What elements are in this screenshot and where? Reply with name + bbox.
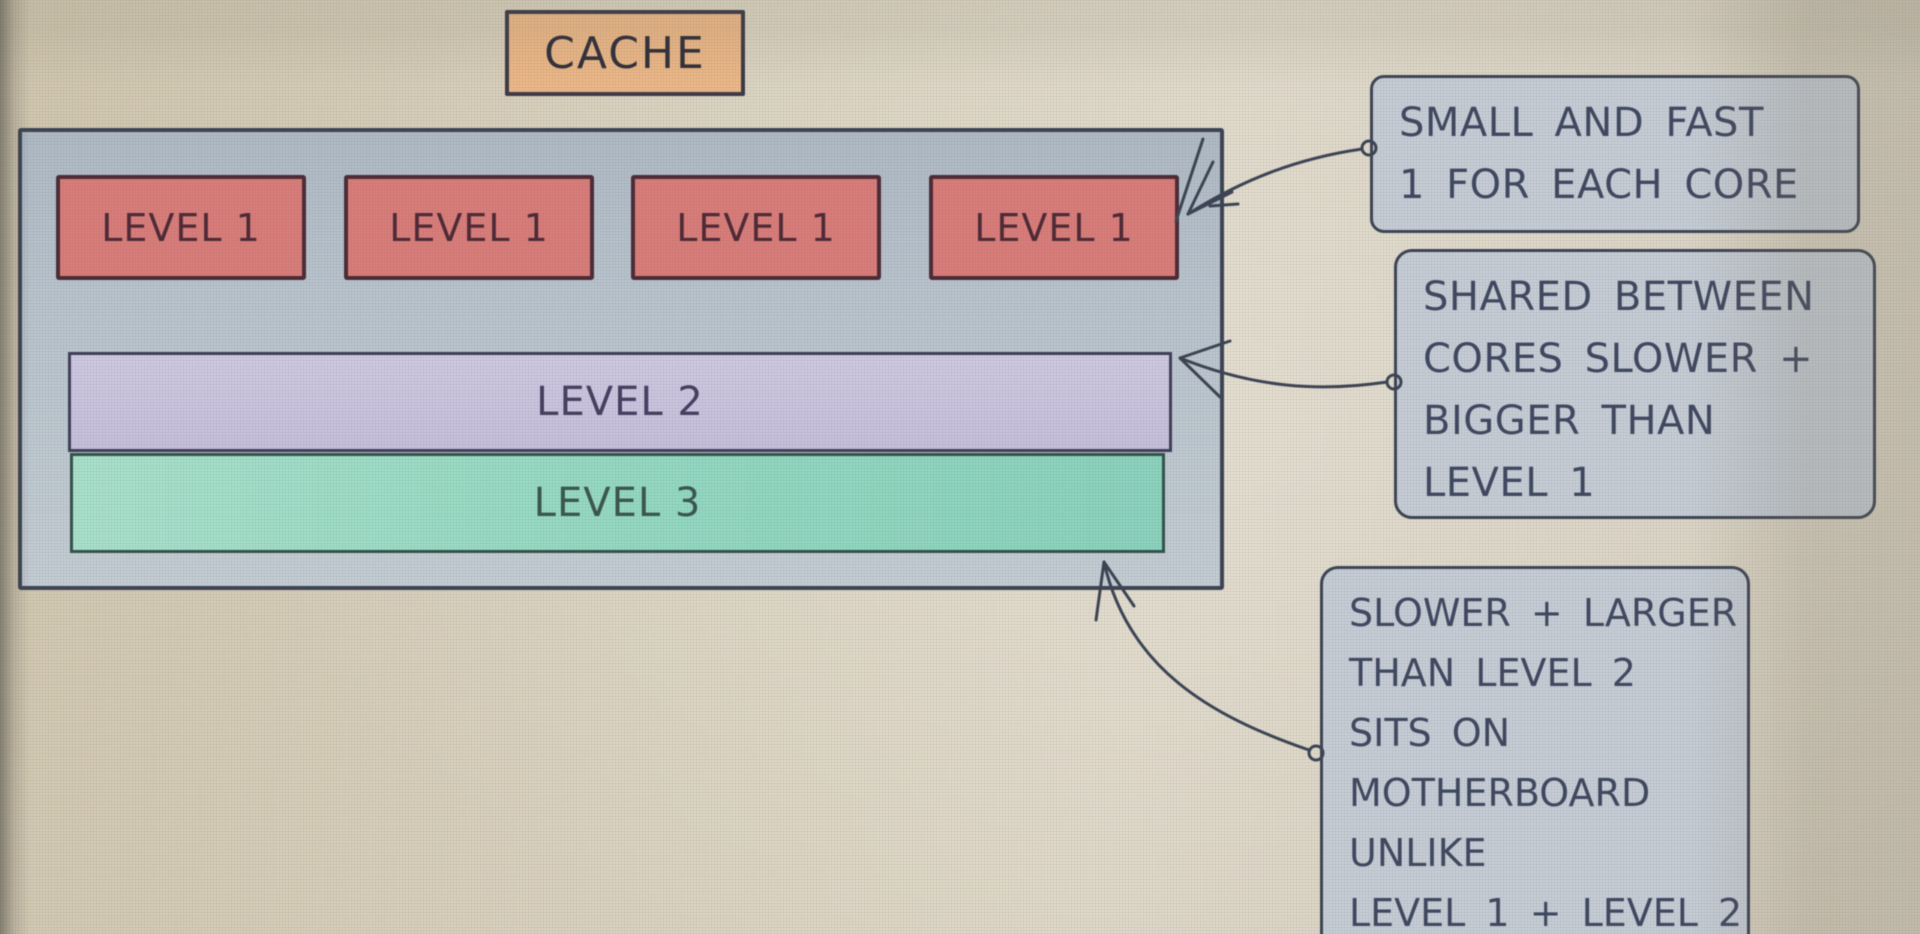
level1-label: LEVEL 1 (101, 205, 261, 250)
level1-cache-box-3: LEVEL 1 (631, 175, 881, 280)
cache-title-label: CACHE (544, 27, 706, 79)
note-level1-line: SMALL AND FAST (1399, 100, 1764, 146)
note-level3-line: THAN LEVEL 2 (1349, 651, 1636, 695)
note-level1-line: 1 FOR EACH CORE (1399, 162, 1799, 208)
note-level2-line: SHARED BETWEEN (1423, 274, 1815, 320)
level3-cache-box: LEVEL 3 (70, 453, 1165, 553)
note-level2-line: CORES SLOWER + (1423, 336, 1814, 382)
note-level2: SHARED BETWEEN CORES SLOWER + BIGGER THA… (1394, 249, 1876, 519)
level1-label: LEVEL 1 (389, 205, 549, 250)
note-level3-line: MOTHERBOARD (1349, 771, 1651, 815)
level2-cache-box: LEVEL 2 (68, 352, 1172, 452)
level1-label: LEVEL 1 (676, 205, 836, 250)
note-level2-line: LEVEL 1 (1423, 460, 1596, 506)
level1-cache-box-1: LEVEL 1 (56, 175, 306, 280)
note-level1: SMALL AND FAST 1 FOR EACH CORE (1370, 75, 1860, 233)
note-level3-line: LEVEL 1 + LEVEL 2 (1349, 891, 1743, 934)
note-level3-line: UNLIKE (1349, 831, 1487, 875)
note-level2-line: BIGGER THAN (1423, 398, 1716, 444)
level1-cache-box-4: LEVEL 1 (929, 175, 1179, 280)
note-level3-line: SLOWER + LARGER (1349, 591, 1738, 635)
note-level3-line: SITS ON (1349, 711, 1511, 755)
level2-label: LEVEL 2 (536, 379, 704, 425)
arrow-level3-note (1094, 560, 1325, 762)
level1-cache-box-2: LEVEL 1 (344, 175, 594, 280)
note-level3: SLOWER + LARGER THAN LEVEL 2 SITS ON MOT… (1320, 566, 1750, 934)
level3-label: LEVEL 3 (533, 480, 702, 526)
level1-label: LEVEL 1 (974, 205, 1134, 250)
cache-title-box: CACHE (505, 10, 745, 96)
